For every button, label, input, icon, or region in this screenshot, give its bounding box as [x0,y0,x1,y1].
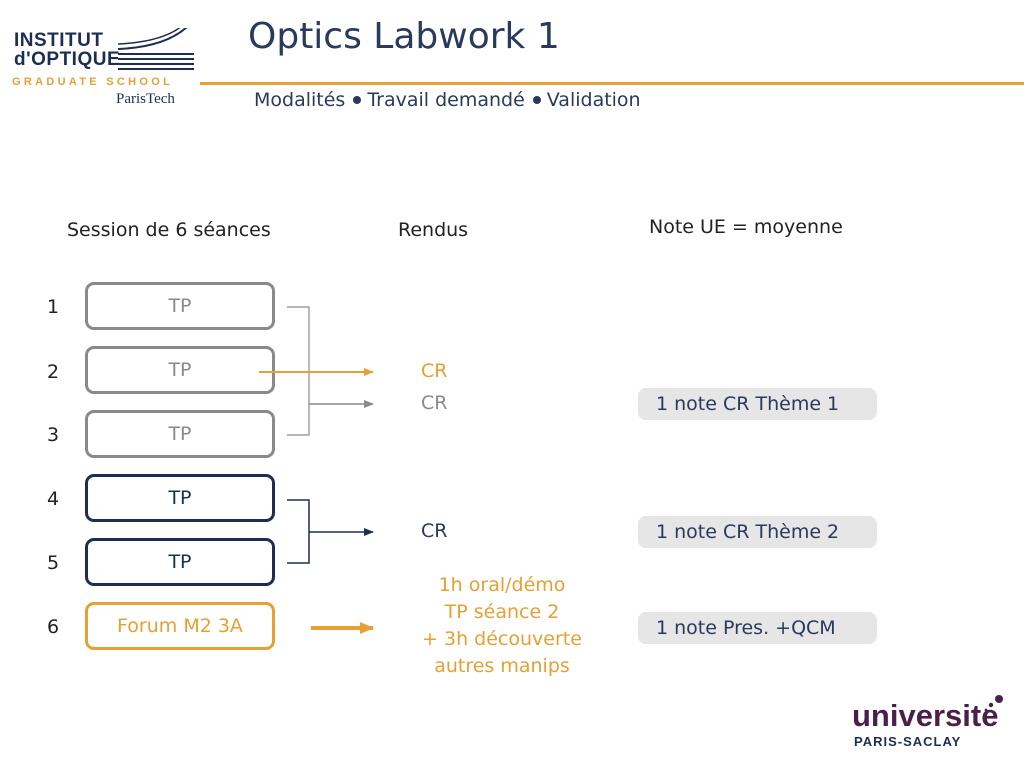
rendu-cr-gray: CR [421,392,448,414]
universite-paris-saclay-logo: universite PARIS-SACLAY [852,694,1012,754]
subtitle-item-modalites: Modalités [254,89,346,111]
page-subtitle: Modalités Travail demandé Validation [254,89,641,111]
note-badge-3: 1 note Pres. +QCM [638,612,877,644]
logo-line-3: GRADUATE SCHOOL [12,76,174,88]
session-number: 1 [46,296,60,318]
session-number: 2 [46,361,60,383]
session-number: 6 [46,616,60,638]
logo-swoosh-icon [117,28,194,70]
note-badge-2: 1 note CR Thème 2 [638,516,877,548]
session-number: 5 [46,552,60,574]
logo-line-1: INSTITUT [14,30,104,51]
header-note: Note UE = moyenne [649,216,843,238]
oral-line-4: autres manips [434,655,570,677]
session-number: 3 [46,424,60,446]
session-box-6: Forum M2 3A [85,602,275,650]
oral-line-1: 1h oral/démo [438,574,566,596]
bullet-icon [353,95,362,104]
logo-line-4: ParisTech [116,91,175,107]
session-box-5: TP [85,538,275,586]
header-divider [200,82,1024,85]
page-title: Optics Labwork 1 [248,16,560,57]
rendu-cr-navy: CR [421,520,448,542]
subtitle-item-validation: Validation [546,89,641,111]
rendu-oral: 1h oral/démo TP séance 2 + 3h découverte… [392,572,612,680]
note-badge-1: 1 note CR Thème 1 [638,388,877,420]
session-box-4: TP [85,474,275,522]
session-number: 4 [46,488,60,510]
logo-dots-icon [984,695,1003,712]
session-box-3: TP [85,410,275,458]
header-rendus: Rendus [398,219,469,241]
bullet-icon [532,95,541,104]
oral-line-3: + 3h découverte [422,628,582,650]
rendu-cr-orange: CR [421,360,448,382]
univ-name: universite [852,698,999,733]
logo-line-2: d'OPTIQUE [14,49,121,70]
oral-line-2: TP séance 2 [444,601,560,623]
session-box-2: TP [85,346,275,394]
institut-optique-logo: INSTITUT d'OPTIQUE GRADUATE SCHOOL Paris… [12,28,202,113]
subtitle-item-travail: Travail demandé [367,89,525,111]
session-box-1: TP [85,282,275,330]
bracket-navy [287,499,374,564]
univ-sub: PARIS-SACLAY [854,734,962,749]
header-sessions: Session de 6 séances [67,219,271,241]
